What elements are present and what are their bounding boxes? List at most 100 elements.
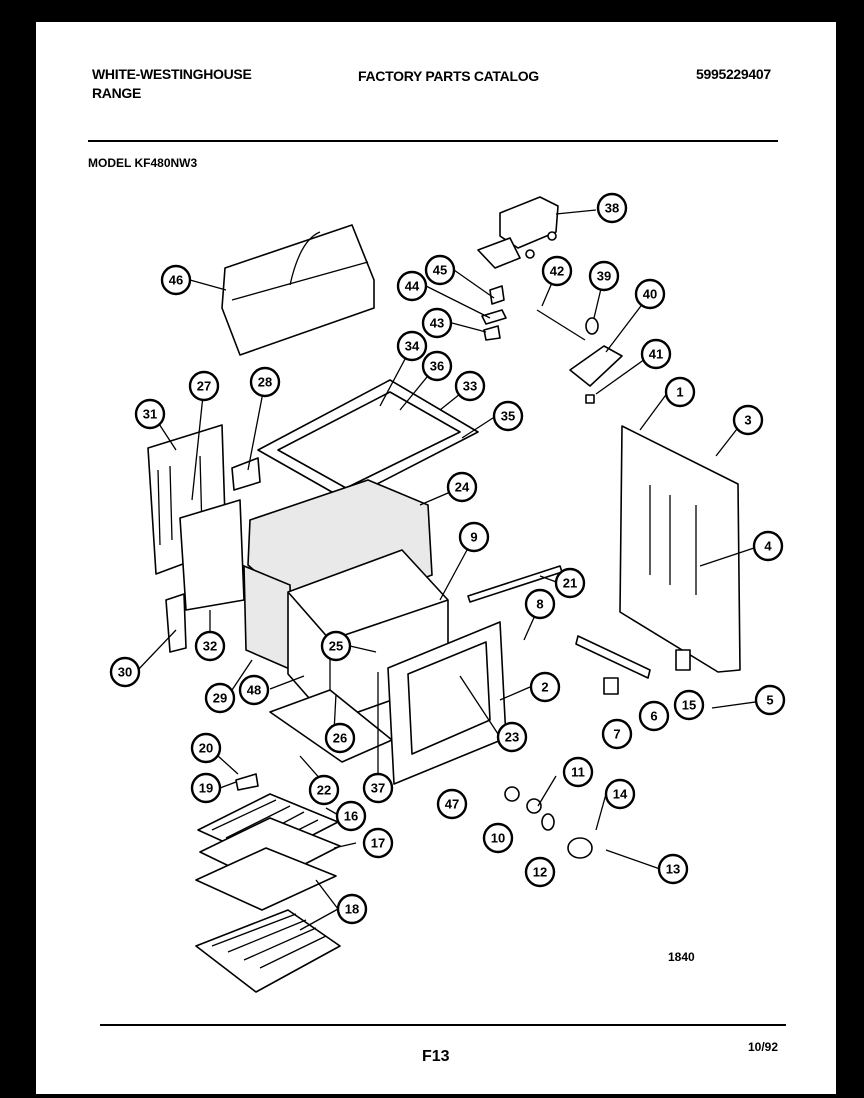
callout-circle (634, 278, 666, 310)
product-line: RANGE (92, 85, 142, 101)
part-15 (675, 649, 691, 671)
callout-label: 43 (430, 316, 444, 331)
callout-16: 16 (335, 800, 367, 832)
callout-45: 45 (424, 254, 456, 286)
callout-label: 45 (433, 263, 447, 278)
part-41 (585, 394, 595, 404)
part-44 (481, 309, 507, 325)
callout-circle (554, 567, 586, 599)
callout-label: 17 (371, 836, 385, 851)
callout-label: 44 (405, 279, 420, 294)
callout-circle (421, 307, 453, 339)
callout-label: 29 (213, 691, 227, 706)
callout-circle (362, 772, 394, 804)
callout-circle (362, 827, 394, 859)
callout-46: 46 (160, 264, 192, 296)
callout-circle (421, 350, 453, 382)
callout-31: 31 (134, 398, 166, 430)
part-14-knob (567, 837, 593, 859)
callout-label: 22 (317, 783, 331, 798)
page-number: F13 (422, 1048, 450, 1065)
callout-circle (396, 270, 428, 302)
part-46-top-trim (221, 224, 375, 356)
part-19 (235, 773, 259, 791)
callout-circle (604, 778, 636, 810)
callout-label: 27 (197, 379, 211, 394)
callout-7: 7 (601, 718, 633, 750)
callout-circle (446, 471, 478, 503)
callout-9: 9 (458, 521, 490, 553)
callout-label: 21 (563, 576, 577, 591)
callout-circle (238, 674, 270, 706)
callout-label: 31 (143, 407, 157, 422)
callout-circle (335, 800, 367, 832)
callout-label: 32 (203, 639, 217, 654)
callout-41: 41 (640, 338, 672, 370)
callout-label: 34 (405, 339, 420, 354)
callout-label: 5 (766, 693, 773, 708)
part-18-rack (195, 847, 337, 911)
callout-label: 3 (744, 413, 751, 428)
callout-34: 34 (396, 330, 428, 362)
callout-circle (640, 338, 672, 370)
part-2-door-frame (387, 621, 507, 785)
callout-circle (541, 255, 573, 287)
callout-circle (436, 788, 468, 820)
part-42-rod (536, 309, 586, 341)
part-45 (489, 285, 505, 305)
callout-circle (657, 853, 689, 885)
callout-47: 47 (436, 788, 468, 820)
part-10-knob (504, 786, 520, 802)
part-18-broiler-grid (195, 909, 341, 993)
callout-circle (188, 370, 220, 402)
catalog-sheet: WHITE-WESTINGHOUSE RANGE FACTORY PARTS C… (36, 22, 836, 1094)
callout-35: 35 (492, 400, 524, 432)
callout-label: 35 (501, 409, 515, 424)
callout-label: 8 (536, 597, 543, 612)
callout-label: 13 (666, 862, 680, 877)
part-32-panel (179, 499, 245, 611)
callout-label: 10 (491, 831, 505, 846)
callout-label: 11 (571, 765, 585, 780)
callout-42: 42 (541, 255, 573, 287)
callout-label: 46 (169, 273, 183, 288)
callout-17: 17 (362, 827, 394, 859)
callout-circle (524, 856, 556, 888)
callout-circle (492, 400, 524, 432)
callout-48: 48 (238, 674, 270, 706)
callout-label: 12 (533, 865, 547, 880)
callout-circle (134, 398, 166, 430)
callout-circle (320, 630, 352, 662)
part-38-valve-block (477, 196, 559, 269)
callout-label: 26 (333, 731, 347, 746)
callout-12: 12 (524, 856, 556, 888)
callout-label: 47 (445, 797, 459, 812)
callout-label: 41 (649, 347, 663, 362)
callout-label: 42 (550, 264, 564, 279)
callout-10: 10 (482, 822, 514, 854)
part-40-bracket (569, 345, 623, 387)
callout-circle (249, 366, 281, 398)
callout-circle (396, 330, 428, 362)
callout-33: 33 (454, 370, 486, 402)
callout-circle (601, 718, 633, 750)
callout-label: 30 (118, 665, 132, 680)
callout-circle (308, 774, 340, 806)
callout-32: 32 (194, 630, 226, 662)
callout-circle (204, 682, 236, 714)
callout-label: 23 (505, 730, 519, 745)
callout-circle (524, 588, 556, 620)
callout-37: 37 (362, 772, 394, 804)
callout-19: 19 (190, 772, 222, 804)
callout-21: 21 (554, 567, 586, 599)
callout-label: 4 (764, 539, 772, 554)
callout-27: 27 (188, 370, 220, 402)
callout-14: 14 (604, 778, 636, 810)
callout-1: 1 (664, 376, 696, 408)
callout-circle (562, 756, 594, 788)
callout-44: 44 (396, 270, 428, 302)
callout-circle (732, 404, 764, 436)
part-11-knob (526, 798, 542, 814)
callout-circle (160, 264, 192, 296)
